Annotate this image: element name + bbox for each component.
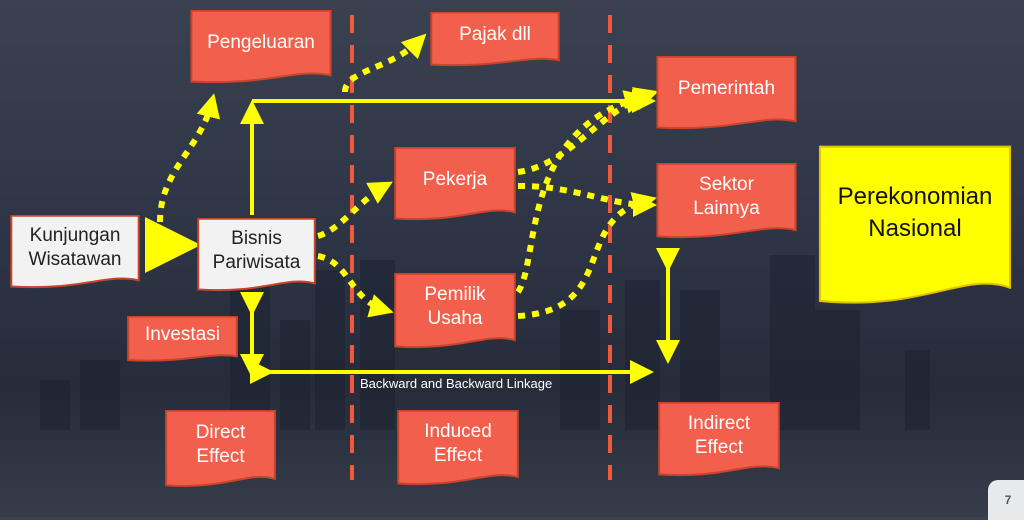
box-indirect-effect: Indirect Effect — [658, 402, 780, 479]
box-label: Indirect Effect — [687, 412, 751, 458]
box-label: Direct Effect — [195, 422, 246, 467]
box-kunjungan-wisatawan: Kunjungan Wisatawan — [10, 215, 140, 291]
box-pemilik-usaha: Pemilik Usaha — [394, 273, 516, 351]
box-label: Perekonomian Nasional — [837, 183, 993, 242]
box-pekerja: Pekerja — [394, 147, 516, 223]
linkage-label: Backward and Backward Linkage — [360, 376, 553, 391]
page-number: 7 — [988, 480, 1024, 520]
box-pengeluaran: Pengeluaran — [190, 10, 332, 86]
box-perekonomian-nasional: Perekonomian Nasional — [818, 145, 1012, 311]
box-label: Pengeluaran — [207, 32, 315, 53]
box-label: Kunjungan Wisatawan — [28, 225, 122, 270]
box-label: Pemerintah — [677, 78, 776, 99]
box-pemerintah: Pemerintah — [656, 56, 797, 132]
box-label: Investasi — [145, 323, 220, 345]
box-investasi: Investasi — [127, 316, 238, 363]
box-label: Induced Effect — [424, 421, 492, 466]
city-skyline — [0, 255, 1024, 440]
box-label: Pajak dll — [459, 24, 531, 45]
box-label: Sektor Lainnya — [693, 174, 760, 219]
box-bisnis-pariwisata: Bisnis Pariwisata — [197, 218, 316, 294]
box-pajak: Pajak dll — [430, 12, 560, 68]
box-sektor-lainnya: Sektor Lainnya — [656, 163, 797, 241]
box-label: Pemilik Usaha — [424, 284, 486, 329]
box-direct-effect: Direct Effect — [165, 410, 276, 490]
box-label: Pekerja — [422, 169, 488, 190]
box-induced-effect: Induced Effect — [397, 410, 519, 488]
box-label: Bisnis Pariwisata — [212, 228, 301, 273]
